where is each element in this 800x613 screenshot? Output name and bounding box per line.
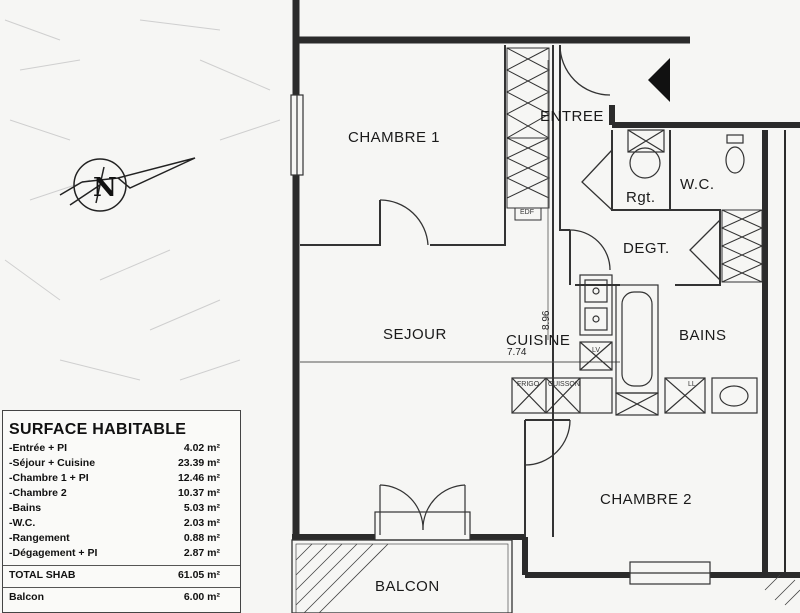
- row-value: 5.03 m²: [183, 502, 220, 514]
- fixture-label-ll: LL: [688, 381, 696, 388]
- balcony-door: [374, 484, 471, 541]
- closet-chambre1: [505, 47, 551, 221]
- row-value: 10.37 m²: [177, 487, 220, 499]
- surface-row: -Dégagement + PI 2.87 m²: [3, 546, 240, 561]
- room-label-rgt: Rgt.: [626, 189, 656, 206]
- fixture-label-edf: EDF: [520, 209, 534, 216]
- row-value: 2.03 m²: [183, 517, 220, 529]
- rgt-boiler-icon: [627, 129, 665, 179]
- window-chambre2: [629, 561, 711, 585]
- fixture-label-lv: LV: [592, 347, 601, 354]
- row-value: 4.02 m²: [183, 442, 220, 454]
- row-label: -Séjour + Cuisine: [9, 457, 96, 469]
- surface-row: -Rangement 0.88 m²: [3, 531, 240, 546]
- bathtub-icon: [615, 284, 659, 416]
- right-wall-hatch: [764, 574, 800, 606]
- row-label: -Entrée + PI: [9, 442, 68, 454]
- fixture-label-cuisson: CUISSON: [548, 381, 580, 388]
- interior-walls: [300, 45, 721, 537]
- surface-title: SURFACE HABITABLE: [9, 421, 187, 438]
- balcon-label: Balcon: [9, 591, 45, 603]
- north-compass-icon: N: [59, 157, 196, 212]
- row-value: 23.39 m²: [177, 457, 220, 469]
- total-value: 61.05 m²: [177, 569, 220, 581]
- balcon-value: 6.00 m²: [183, 591, 220, 603]
- surface-row: -Chambre 1 + PI 12.46 m²: [3, 471, 240, 486]
- row-label: -Chambre 1 + PI: [9, 472, 89, 484]
- room-label-sejour: SEJOUR: [383, 326, 447, 343]
- divider: [3, 565, 240, 566]
- entrance-arrow-icon: [648, 58, 670, 102]
- surface-row: -Bains 5.03 m²: [3, 501, 240, 516]
- row-value: 2.87 m²: [183, 547, 220, 559]
- surface-row: -Entrée + PI 4.02 m²: [3, 441, 240, 456]
- surface-balcon-row: Balcon 6.00 m²: [3, 590, 240, 605]
- doors: [379, 44, 721, 466]
- surface-table: SURFACE HABITABLE -Entrée + PI 4.02 m² -S…: [2, 410, 241, 613]
- row-value: 12.46 m²: [177, 472, 220, 484]
- surface-row: -W.C. 2.03 m²: [3, 516, 240, 531]
- fixture-label-frigo: FRIGO: [517, 381, 540, 388]
- room-label-balcon: BALCON: [375, 578, 440, 595]
- balcony-hatch: [295, 543, 389, 613]
- room-label-entree: ENTREE: [540, 108, 604, 125]
- room-label-bains: BAINS: [679, 327, 727, 344]
- svg-text:N: N: [93, 173, 117, 203]
- row-label: -Chambre 2: [9, 487, 67, 499]
- divider: [3, 587, 240, 588]
- closet-degt: [720, 209, 764, 283]
- balcony: [291, 539, 513, 613]
- room-label-degt: DEGT.: [623, 240, 670, 257]
- surface-row: -Chambre 2 10.37 m²: [3, 486, 240, 501]
- window-chambre1: [290, 94, 304, 176]
- room-label-wc: W.C.: [680, 176, 715, 193]
- surface-row: -Séjour + Cuisine 23.39 m²: [3, 456, 240, 471]
- surface-total-row: TOTAL SHAB 61.05 m²: [3, 568, 240, 583]
- background-scribbles: [4, 19, 281, 381]
- dimension-horizontal: 7.74: [507, 347, 527, 358]
- row-label: -W.C.: [9, 517, 36, 529]
- bathroom-sink-icon: [664, 377, 758, 414]
- row-label: -Rangement: [9, 532, 70, 544]
- row-label: -Bains: [9, 502, 42, 514]
- row-value: 0.88 m²: [183, 532, 220, 544]
- row-label: -Dégagement + PI: [9, 547, 98, 559]
- room-label-chambre2: CHAMBRE 2: [600, 491, 693, 508]
- dimension-vertical: 8.96: [541, 310, 552, 330]
- kitchen-counter: [511, 274, 613, 414]
- total-label: TOTAL SHAB: [9, 569, 76, 581]
- outer-walls: [292, 0, 800, 578]
- toilet-icon: [725, 134, 745, 174]
- room-label-chambre1: CHAMBRE 1: [348, 129, 441, 146]
- room-label-cuisine: CUISINE: [506, 332, 571, 349]
